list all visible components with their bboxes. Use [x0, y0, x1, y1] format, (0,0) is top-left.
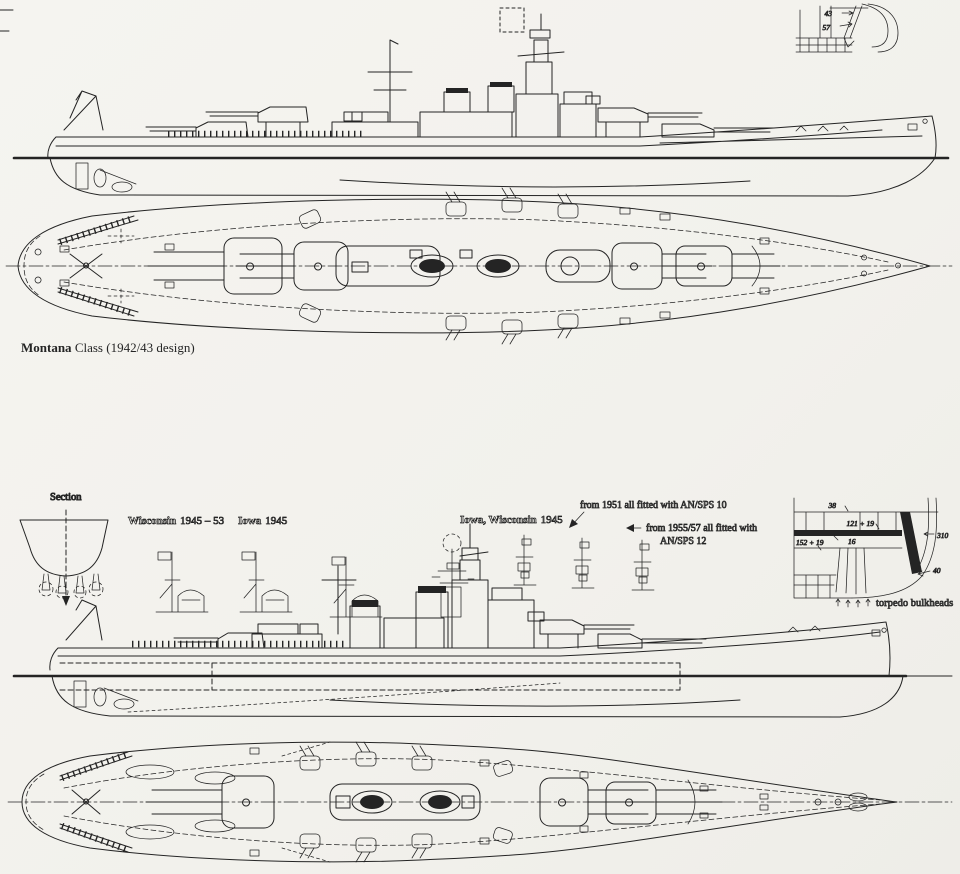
- armor-deck-value: 121 + 19: [846, 519, 874, 528]
- belt-thickness-value: 57: [823, 23, 831, 32]
- main-turrets-plan: [145, 775, 723, 829]
- catapults-and-crane-plan: [59, 750, 133, 854]
- iowa-armor-section-inset: 38 121 + 19 16 152 + 19 310 40 torpedo b…: [793, 497, 954, 609]
- main-turrets: [173, 619, 707, 649]
- stern-crane: [63, 90, 104, 131]
- boats-and-fittings-plan: [125, 741, 868, 863]
- hull-bulge: [861, 3, 899, 53]
- weather-deck-value: 38: [828, 501, 837, 510]
- propellers-and-rudder: [73, 680, 139, 710]
- superstructure-plan: [329, 783, 481, 821]
- main-belt-band: [900, 512, 922, 574]
- down-arrowhead-icon: [62, 596, 70, 606]
- superstructure-plan: [335, 245, 611, 287]
- main-turrets-plan: [147, 237, 781, 295]
- sps10-note: from 1951 all fitted with AN/SPS 10: [580, 500, 727, 511]
- hull-section-drawing: Section: [19, 492, 109, 606]
- sps12-note-line1: from 1955/57 all fitted with: [646, 523, 757, 534]
- leader-ticks: [817, 505, 935, 577]
- stern-crane: [65, 599, 103, 641]
- armor-deck-band: [794, 530, 902, 536]
- deck-outline: [21, 741, 898, 863]
- dashed-radar-box: [499, 7, 525, 33]
- catapults-and-crane-plan: [57, 214, 139, 318]
- masts-and-rigging: [321, 523, 489, 635]
- section-label: Section: [50, 492, 82, 503]
- bottom-grid: [793, 574, 837, 599]
- arrow-down-left-icon: [569, 519, 578, 528]
- underwater-hull: [49, 157, 936, 197]
- bow-fittings: [795, 118, 928, 132]
- propellers-and-rudder: [75, 162, 137, 193]
- montana-plan-view-drawing: [5, 187, 953, 345]
- secondary-turrets-plan: [299, 741, 514, 863]
- arrow-left-icon: [626, 524, 634, 532]
- masts-and-rigging: [367, 13, 565, 123]
- deck-fittings-plan: [34, 207, 901, 325]
- superstructure: [331, 29, 601, 138]
- montana-caption-suffix: Class (1942/43 design): [72, 340, 195, 355]
- hull-outline: [49, 621, 891, 677]
- inset-structure: [795, 5, 869, 53]
- montana-caption: Montana Class (1942/43 design): [21, 340, 195, 355]
- iowa-plan-view-drawing: [7, 741, 953, 863]
- section-hull-outline: [19, 519, 109, 577]
- leader-arrows: [839, 10, 854, 28]
- underwater-hull: [51, 675, 904, 718]
- montana-caption-name: Montana: [21, 340, 72, 355]
- shaft-dashed-line: [127, 682, 561, 713]
- superstructure: [251, 547, 545, 649]
- torpedo-bulkhead-lines: [835, 547, 867, 595]
- page-edge-marks: [0, 9, 14, 32]
- bow-fittings: [787, 625, 887, 637]
- inclined-belt: [843, 5, 863, 48]
- montana-armor-section-inset: 43 57: [795, 3, 899, 53]
- splinter-deck-value: 16: [848, 537, 856, 546]
- lower-belt-value: 40: [933, 566, 941, 575]
- up-arrows-row: [835, 598, 871, 608]
- torpedo-bulkheads-label: torpedo bulkheads: [876, 598, 953, 609]
- sps12-note-line2: AN/SPS 12: [660, 536, 706, 547]
- main-turrets: [145, 106, 775, 138]
- secondary-turrets-plan: [298, 187, 579, 345]
- deck-thickness-value: 43: [825, 9, 833, 18]
- montana-side-profile-drawing: [12, 7, 950, 197]
- hull-outline: [47, 115, 937, 159]
- montana-drawing: Montana Class (1942/43 design) 43 57: [5, 3, 953, 355]
- shafts-and-propellers: [38, 573, 104, 599]
- iowa-side-profile-drawing: [12, 523, 953, 718]
- lower-deck-value: 152 + 19: [796, 538, 824, 547]
- belt-value: 310: [936, 531, 949, 540]
